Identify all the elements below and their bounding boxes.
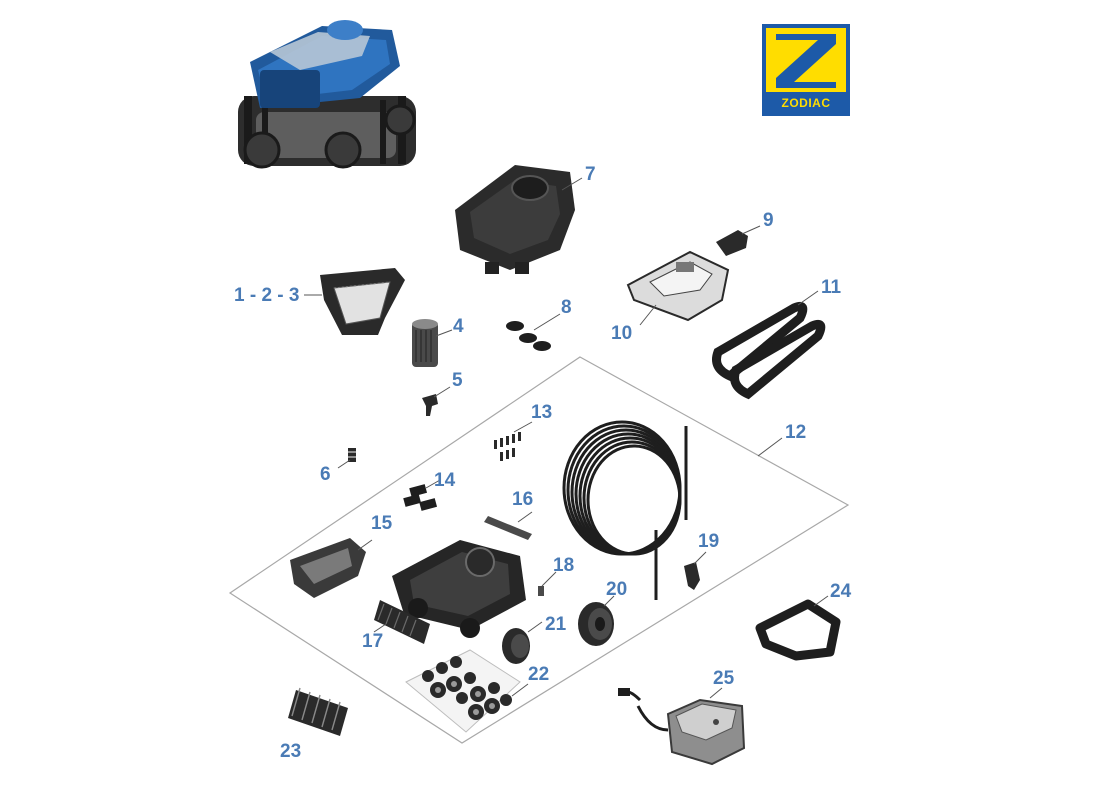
cable-coil-icon[interactable] (562, 420, 688, 600)
callout-12: 12 (785, 422, 807, 443)
callout-13: 13 (531, 402, 553, 423)
filter-cartridge-icon[interactable] (412, 319, 438, 367)
callout-8: 8 (561, 297, 572, 318)
callout-11: 11 (821, 277, 842, 298)
rail-icon[interactable] (484, 516, 532, 540)
chassis-icon[interactable] (392, 540, 526, 638)
callout-20: 20 (606, 579, 628, 600)
wheel-small-icon[interactable] (502, 628, 530, 664)
callout-25: 25 (713, 668, 735, 689)
lid-icon[interactable] (626, 250, 730, 322)
control-box-icon[interactable] (618, 688, 746, 766)
filter-basket-icon[interactable] (320, 268, 405, 335)
callout-7: 7 (585, 164, 596, 185)
callout-22: 22 (528, 664, 550, 685)
callout-18: 18 (553, 555, 575, 576)
callout-14: 14 (434, 470, 456, 491)
brand-wordmark: ZODIAC (781, 96, 831, 110)
callout-21: 21 (545, 614, 567, 635)
callout-24: 24 (830, 581, 852, 602)
zodiac-z-mark (766, 28, 846, 92)
callout-1-2-3: 1 - 2 - 3 (234, 285, 300, 306)
wheel-set-icon[interactable] (405, 649, 521, 733)
screw-set-icon[interactable] (494, 432, 521, 461)
callout-4: 4 (453, 316, 464, 337)
swivel-icon[interactable] (684, 562, 700, 590)
callout-23: 23 (280, 741, 302, 762)
wheel-icon[interactable] (578, 602, 614, 646)
callout-15: 15 (371, 513, 393, 534)
top-cover-icon[interactable] (455, 165, 575, 274)
spring-icon[interactable] (348, 448, 356, 462)
cap-set-icon[interactable] (506, 321, 551, 351)
caddy-handle-icon[interactable] (755, 599, 841, 661)
callout-17: 17 (362, 631, 384, 652)
callout-16: 16 (512, 489, 534, 510)
callout-6: 6 (320, 464, 331, 485)
brush-roller-icon[interactable] (374, 600, 430, 644)
clip-icon[interactable] (422, 394, 438, 416)
handle-latch-icon[interactable] (716, 230, 748, 256)
callout-9: 9 (763, 210, 774, 231)
seal-pair-icon[interactable] (403, 484, 438, 511)
zodiac-logo: ZODIAC (762, 24, 850, 116)
tracks-icon[interactable] (712, 301, 826, 400)
robot-photo (238, 20, 416, 169)
pin-icon[interactable] (538, 586, 544, 596)
callout-5: 5 (452, 370, 463, 391)
callout-10: 10 (611, 323, 633, 344)
side-panel-icon[interactable] (290, 538, 366, 598)
brush-icon[interactable] (288, 687, 348, 736)
z-glyph-icon (776, 34, 836, 88)
callout-19: 19 (698, 531, 720, 552)
